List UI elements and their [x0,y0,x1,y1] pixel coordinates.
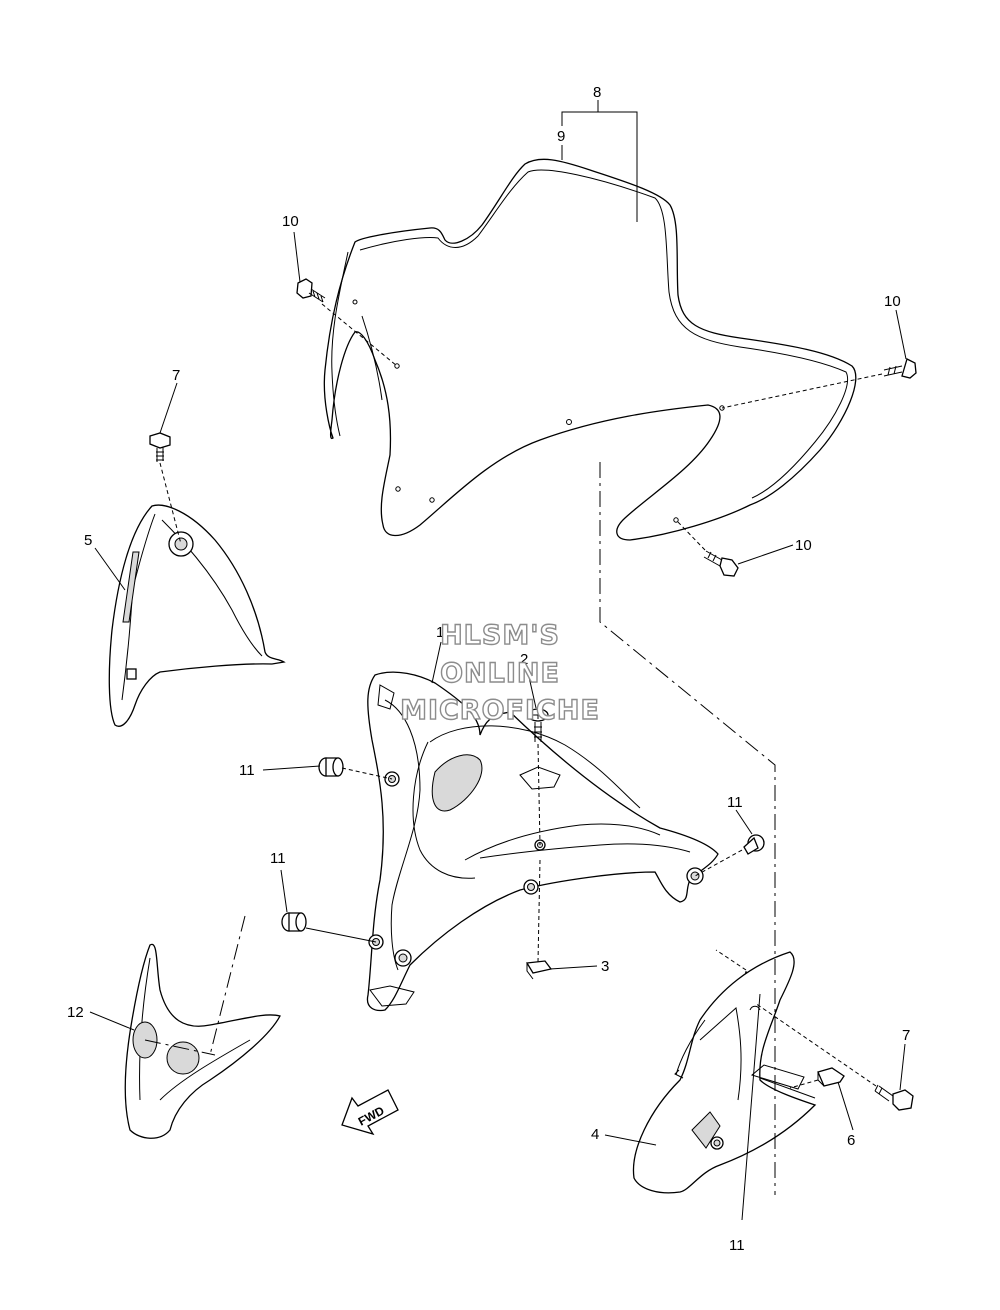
callout-8: 8 [593,84,601,101]
callout-12: 12 [67,1004,84,1021]
collar-11-b [281,912,377,943]
callout-11-a: 11 [239,762,255,779]
screw-10-upper-left [296,278,398,367]
windshield [323,158,857,541]
collar-11-a [318,757,393,780]
callout-10-lower: 10 [795,537,812,554]
callout-7-upper: 7 [172,367,180,384]
watermark: HLSM'S ONLINE MICROFICHE [399,619,600,726]
watermark-line-3: MICROFICHE [400,695,600,726]
screw-10-right [721,358,917,409]
callout-10-right: 10 [884,293,901,310]
screw-2 [527,708,549,963]
screw-10-lower [675,519,739,577]
clip-6 [789,1067,845,1089]
nut-3 [525,960,553,974]
callout-11-b: 11 [270,850,286,867]
callout-labels: 1 2 3 4 5 6 7 7 8 9 10 10 10 11 11 11 11… [67,84,910,1254]
callout-4: 4 [591,1126,599,1143]
cover-4 [632,951,817,1194]
side-panel-5 [108,504,286,727]
callout-1: 1 [436,624,444,641]
bracket-8-9 [561,100,638,222]
callout-7-lower: 7 [902,1027,910,1044]
callout-5: 5 [84,532,92,549]
callout-11-c: 11 [727,794,743,811]
callout-6: 6 [847,1132,855,1149]
callout-9: 9 [557,128,565,145]
callout-10-upper: 10 [282,213,299,230]
fwd-arrow-icon: FWD [341,1089,399,1136]
leader-lines [89,231,907,1221]
screw-7-lower [754,1002,914,1111]
inner-panel-1 [366,671,719,1012]
collar-11-c [694,834,765,877]
callout-11-d: 11 [729,1237,745,1254]
callout-2: 2 [520,651,528,668]
watermark-line-2: ONLINE [440,658,560,689]
callout-3: 3 [601,958,609,975]
watermark-line-1: HLSM'S [440,620,560,651]
centerline-left [209,915,246,1056]
centerline-right [599,462,776,1195]
lower-cover-12 [124,943,281,1139]
